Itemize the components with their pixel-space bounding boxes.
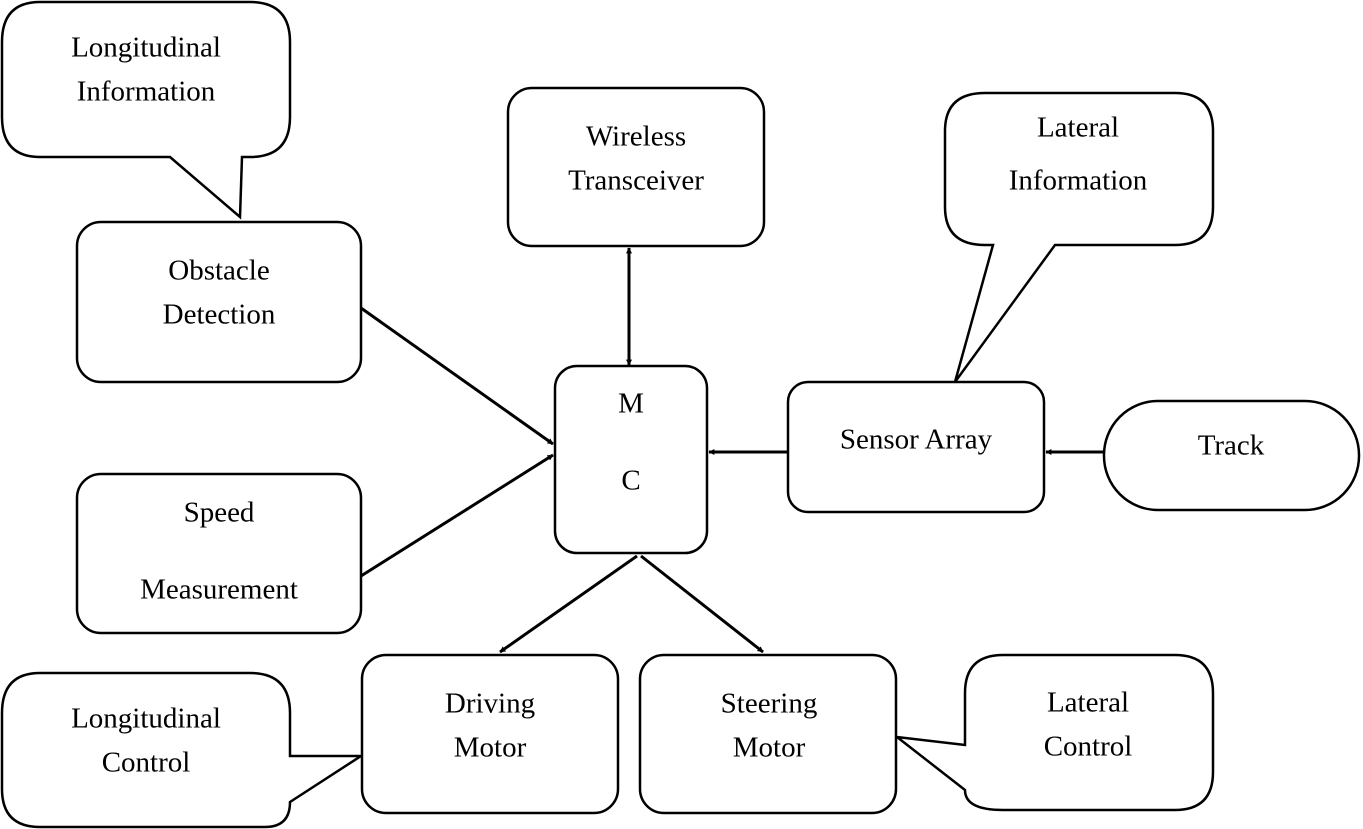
speed-measurement-label-line-1: Speed (184, 497, 255, 529)
steering-motor-label-line-1: Steering (721, 688, 818, 720)
steering-motor-box (638, 653, 898, 815)
mc-label-line-2: C (621, 465, 640, 497)
callout-lateral-control-line-1: Lateral (1047, 687, 1129, 719)
callout-longitudinal-information (0, 0, 292, 220)
wireless-transceiver-box (506, 86, 766, 248)
track-terminal (1102, 399, 1361, 512)
track-label: Track (1198, 430, 1265, 462)
callout-longitudinal-control-line-1: Longitudinal (71, 703, 221, 735)
callout-longitudinal-information-line-1: Longitudinal (71, 32, 221, 64)
driving-motor-label-line-1: Driving (445, 688, 535, 720)
speed-measurement-label-line-2: Measurement (140, 574, 298, 606)
driving-motor-label-line-2: Motor (454, 732, 527, 764)
callout-longitudinal-information-line-2: Information (77, 76, 216, 108)
arrow-mc-to-steering-motor (640, 554, 764, 654)
callout-lateral-control-line-2: Control (1044, 731, 1133, 763)
mc-label-line-1: M (618, 388, 644, 420)
sensor-array-label: Sensor Array (840, 424, 993, 456)
obstacle-detection-label-line-1: Obstacle (168, 255, 269, 287)
arrow-mc-to-driving-motor (499, 554, 638, 654)
wireless-transceiver-label-line-2: Transceiver (568, 165, 704, 197)
callout-lateral-control (892, 653, 1215, 812)
callout-lateral-information-line-2: Information (1009, 165, 1148, 197)
driving-motor-box (360, 653, 620, 815)
obstacle-detection-label-line-2: Detection (163, 299, 276, 331)
steering-motor-label-line-2: Motor (733, 732, 806, 764)
obstacle-detection-box (75, 220, 363, 384)
arrow-obstacle-to-mc (360, 306, 554, 446)
arrow-speed-to-mc (360, 453, 554, 578)
callout-longitudinal-control (0, 671, 366, 829)
callout-lateral-information (943, 91, 1215, 383)
wireless-transceiver-label-line-1: Wireless (586, 121, 686, 153)
callout-longitudinal-control-line-2: Control (102, 747, 191, 779)
speed-measurement-box (75, 472, 363, 635)
mc-box (553, 364, 709, 555)
sensor-array-box (786, 380, 1046, 514)
callout-lateral-information-line-1: Lateral (1037, 112, 1119, 144)
